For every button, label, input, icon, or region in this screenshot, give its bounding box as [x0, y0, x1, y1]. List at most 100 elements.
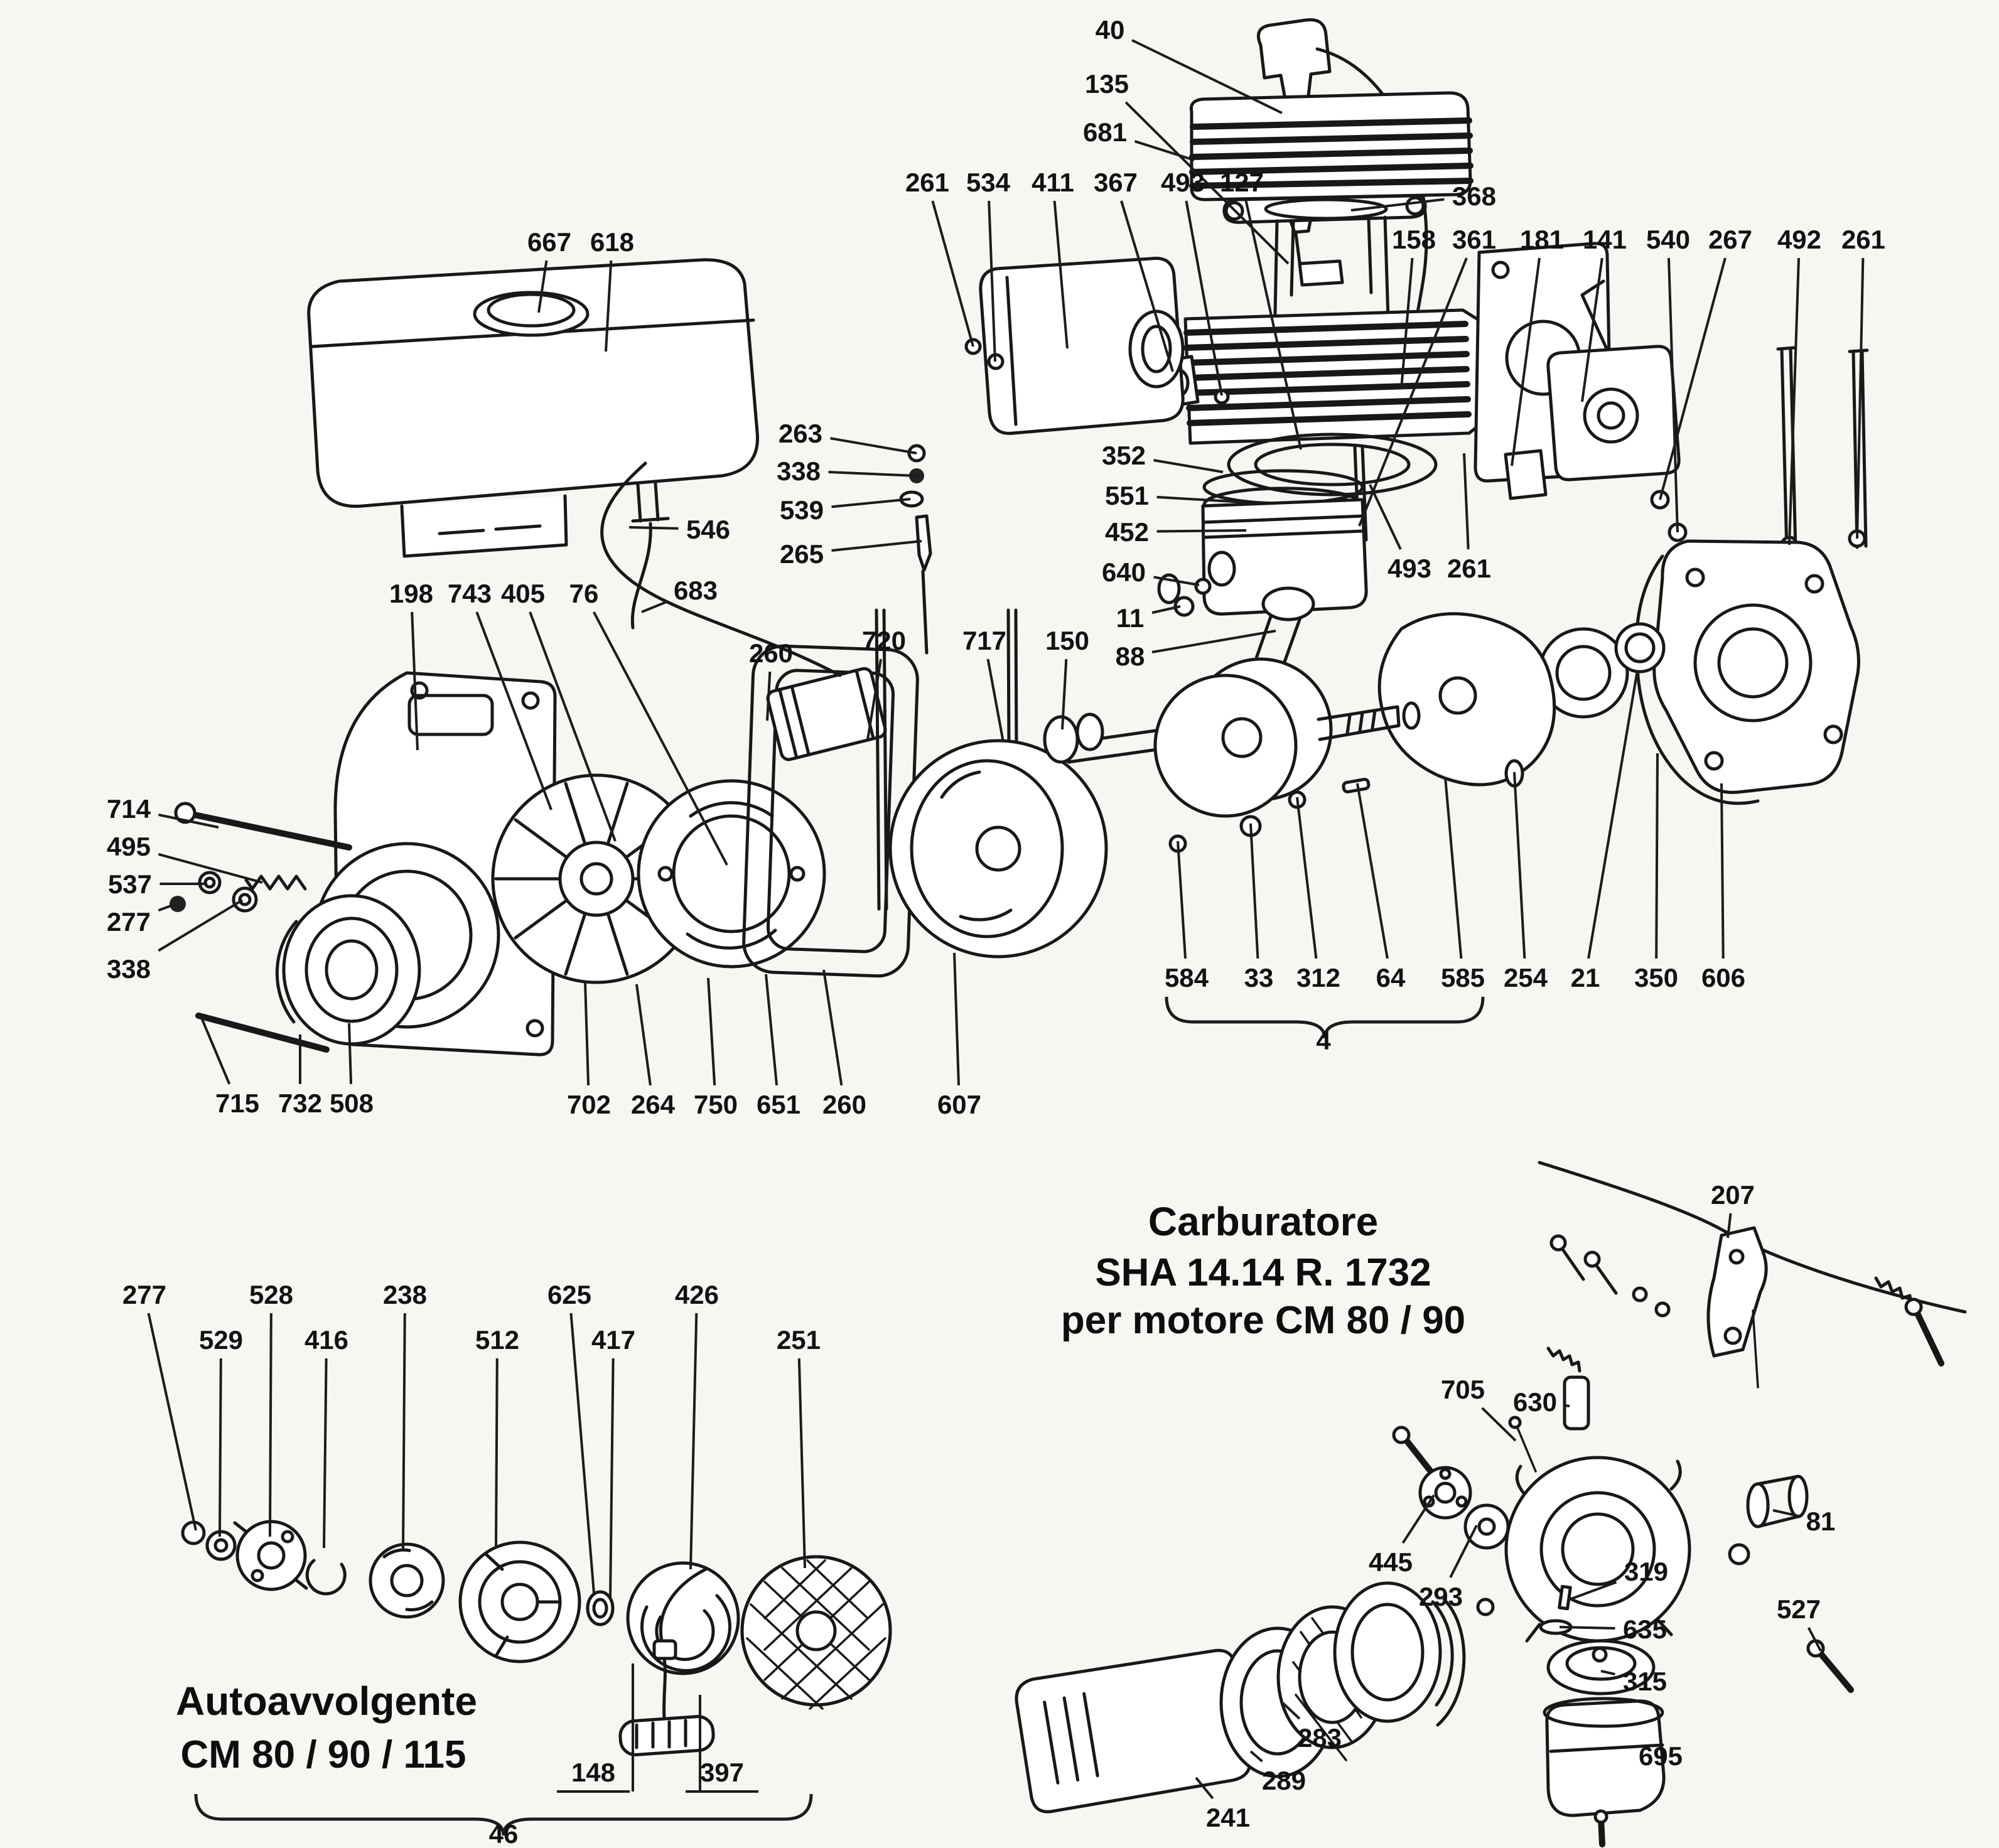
part-label-261: 261 — [1841, 225, 1885, 254]
part-label-158: 158 — [1392, 225, 1436, 254]
carb-float-bowl-drawing — [1539, 1584, 1666, 1847]
part-label-350: 350 — [1634, 963, 1678, 992]
part-label-411: 411 — [1032, 168, 1074, 197]
part-label-493: 493 — [1161, 168, 1205, 197]
crank-small-parts-drawing — [1168, 759, 1524, 853]
leader-line — [1249, 1750, 1263, 1763]
leader-line — [1185, 200, 1223, 396]
leader-line — [1727, 1213, 1732, 1238]
leader-line — [584, 981, 590, 1086]
part-label-705: 705 — [1441, 1375, 1485, 1404]
leader-line — [1511, 257, 1541, 466]
crankshaft-drawing — [1065, 657, 1421, 818]
part-label-319: 319 — [1624, 1557, 1668, 1586]
leader-line — [348, 1023, 353, 1085]
leader-line — [158, 903, 176, 912]
part-label-416: 416 — [304, 1325, 348, 1355]
leader-line — [1788, 257, 1801, 545]
crankcase-gasket-drawing — [1634, 554, 1760, 805]
leader-line — [986, 658, 1005, 743]
leader-line — [1463, 453, 1470, 550]
leader-line — [411, 611, 419, 751]
part-label-293: 293 — [1419, 1582, 1463, 1611]
part-label-717: 717 — [962, 626, 1006, 655]
part-label-640: 640 — [1102, 557, 1146, 587]
part-label-635: 635 — [1623, 1614, 1667, 1644]
part-label-714: 714 — [107, 794, 151, 824]
leader-line — [1581, 257, 1603, 402]
bearing-drawing — [1538, 622, 1666, 719]
part-label-181: 181 — [1520, 225, 1564, 254]
part-label-368: 368 — [1452, 181, 1496, 211]
seals-drawing — [1043, 712, 1104, 764]
leader-line — [1401, 1494, 1435, 1544]
leader-line — [1667, 257, 1679, 533]
leader-line — [1720, 783, 1725, 959]
part-label-584: 584 — [1165, 963, 1209, 992]
part-label-148: 148 — [571, 1758, 615, 1787]
part-label-338: 338 — [777, 456, 821, 486]
leader-line — [766, 671, 772, 721]
part-label-150: 150 — [1045, 626, 1089, 655]
head-gasket-drawing — [1222, 194, 1427, 224]
leader-line — [988, 200, 996, 362]
leader-line — [1156, 495, 1244, 503]
part-label-743: 743 — [448, 579, 492, 608]
recoil-title-line2: CM 80 / 90 / 115 — [181, 1733, 466, 1776]
rotor-drawing — [1377, 612, 1556, 787]
part-label-76: 76 — [569, 579, 599, 608]
part-label-720: 720 — [862, 626, 906, 655]
leader-line — [537, 260, 548, 313]
part-label-681: 681 — [1083, 117, 1127, 147]
part-label-539: 539 — [780, 495, 824, 525]
leader-line — [1449, 1525, 1478, 1578]
part-label-405: 405 — [501, 579, 545, 608]
leader-line — [158, 853, 263, 884]
part-label-260: 260 — [749, 638, 793, 668]
fan-flywheel-drawing — [491, 773, 702, 984]
leader-line — [402, 1313, 406, 1550]
part-label-426: 426 — [675, 1280, 719, 1309]
part-label-283: 283 — [1298, 1723, 1342, 1753]
leader-line — [1244, 200, 1302, 450]
base-gasket-drawing — [1227, 432, 1438, 497]
leader-line — [529, 611, 617, 842]
leader-line — [1151, 630, 1276, 653]
leader-line — [953, 952, 961, 1086]
leader-line — [1280, 1700, 1301, 1720]
part-label-495: 495 — [107, 832, 151, 861]
part-label-618: 618 — [590, 227, 634, 257]
leader-line — [1131, 39, 1283, 114]
part-label-40: 40 — [1096, 15, 1125, 45]
leader-line — [323, 1358, 328, 1549]
group-brace — [1165, 996, 1485, 1039]
carb-inlet-drawing — [1728, 1475, 1854, 1693]
starter-handle-drawing — [618, 1567, 715, 1756]
leader-line — [828, 471, 917, 477]
leader-line — [1659, 257, 1727, 500]
leader-line — [1569, 1581, 1617, 1601]
leader-line — [689, 1313, 698, 1570]
leader-line — [1565, 1404, 1570, 1407]
leader-line — [1153, 459, 1224, 473]
crankcase-drawing — [1652, 539, 1860, 794]
leader-line — [1350, 198, 1445, 212]
leader-line — [1559, 1626, 1615, 1630]
part-label-695: 695 — [1639, 1741, 1683, 1771]
part-label-551: 551 — [1105, 481, 1149, 510]
part-label-361: 361 — [1452, 225, 1496, 254]
leader-line — [831, 498, 911, 508]
leader-line — [218, 1358, 222, 1537]
ignition-coil-drawing — [766, 667, 887, 761]
part-label-81: 81 — [1806, 1507, 1836, 1536]
part-label-263: 263 — [779, 419, 822, 448]
leader-line — [1513, 771, 1526, 959]
leader-line — [1156, 529, 1247, 533]
carb-jets-drawing — [1392, 1346, 1590, 1550]
part-label-315: 315 — [1623, 1667, 1667, 1696]
part-label-260: 260 — [822, 1090, 866, 1119]
part-label-261: 261 — [1447, 554, 1491, 583]
part-label-141: 141 — [1583, 225, 1627, 254]
leader-line — [707, 977, 716, 1086]
